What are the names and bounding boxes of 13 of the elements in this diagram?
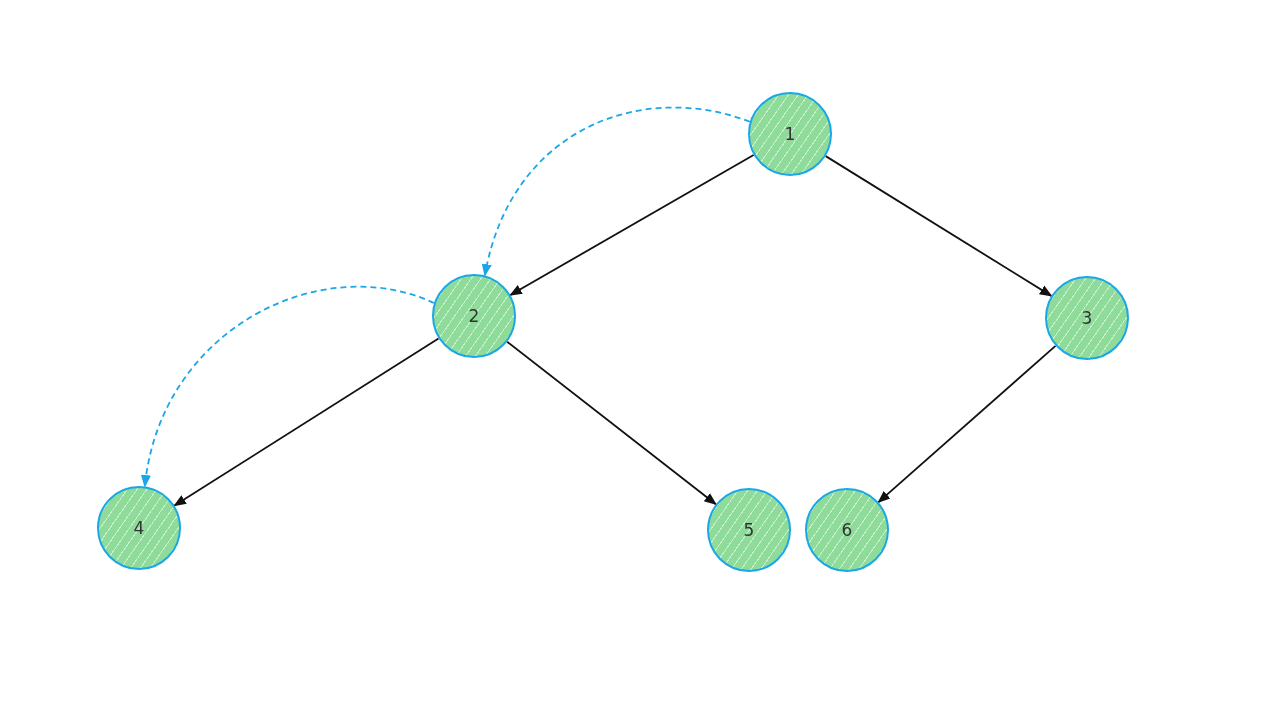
arrow xyxy=(173,337,440,507)
node-label: 2 xyxy=(468,306,480,326)
dashed-arrow xyxy=(482,106,751,277)
arrow xyxy=(824,155,1053,297)
node-label: 5 xyxy=(743,520,755,540)
node-label: 4 xyxy=(133,518,145,538)
arrow xyxy=(509,154,755,296)
node-label: 1 xyxy=(784,124,796,144)
arrow xyxy=(506,340,717,506)
dashed-arrow xyxy=(141,286,435,488)
arrow xyxy=(877,344,1057,504)
node-label: 6 xyxy=(841,520,853,540)
node-label: 3 xyxy=(1081,308,1093,328)
